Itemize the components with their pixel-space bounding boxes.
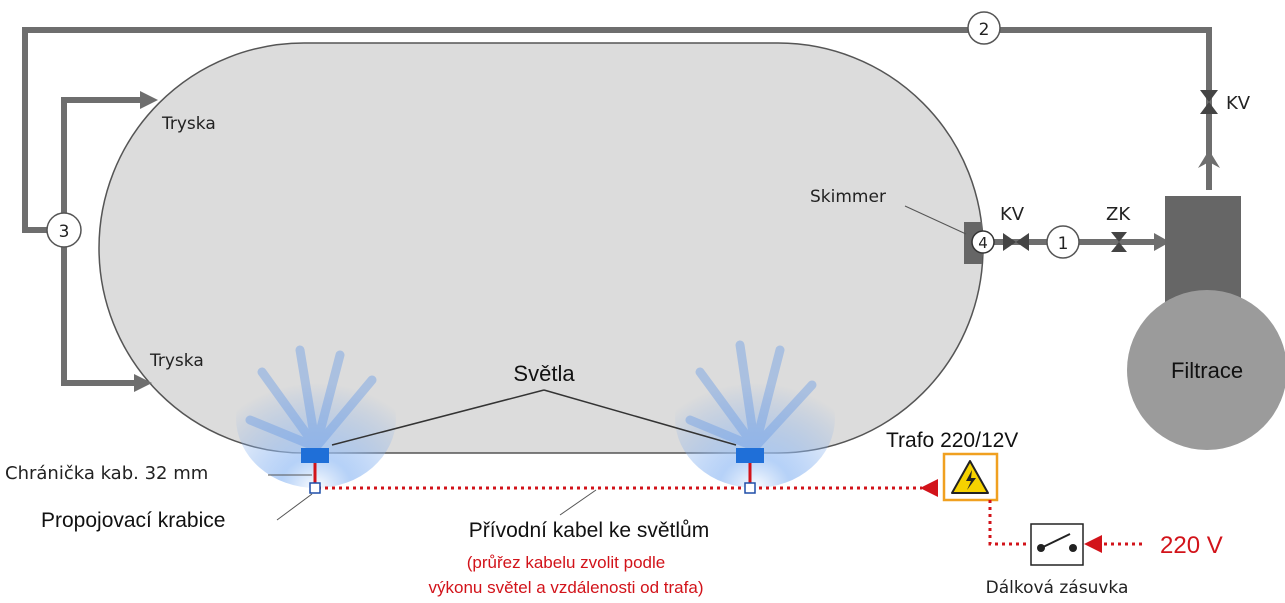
prurez-line1: (průřez kabelu zvolit podle <box>467 553 665 572</box>
trafo-to-socket-cable <box>988 500 1030 546</box>
valve-kv-return-icon <box>1200 90 1218 114</box>
kv-skimmer-label: KV <box>1000 204 1025 225</box>
svetla-leader-left <box>331 389 545 446</box>
svg-text:1: 1 <box>1058 234 1069 254</box>
chranicka-label: Chránička kab. 32 mm <box>5 463 208 484</box>
light-right-rays-icon <box>685 340 817 452</box>
filtrace-label: Filtrace <box>1171 358 1243 383</box>
return-pipe <box>22 27 1212 233</box>
propojovaci-label: Propojovací krabice <box>41 509 225 532</box>
supply-cable-arrow-icon <box>920 479 938 497</box>
valve-kv-skimmer-icon <box>1003 233 1029 251</box>
remote-socket <box>1030 523 1084 566</box>
tryska-bottom-label: Tryska <box>149 351 204 371</box>
voltage-label: 220 V <box>1160 532 1223 559</box>
skimmer-leader <box>904 205 967 235</box>
marker-4: 4 <box>971 230 995 254</box>
filter-tank <box>1127 290 1285 450</box>
junction-box-left <box>309 482 321 494</box>
nozzle-arrow-bottom-icon <box>134 374 152 392</box>
propojovaci-leader <box>276 493 313 521</box>
nozzle-pipe-bottom <box>61 245 140 386</box>
marker-2: 2 <box>967 11 1001 45</box>
junction-box-right <box>744 482 756 494</box>
dalkova-label: Dálková zásuvka <box>986 578 1129 598</box>
filter-head <box>1165 196 1241 308</box>
warning-icon <box>951 460 989 494</box>
valve-zk-icon <box>1111 232 1127 252</box>
suction-arrow-icon <box>1154 233 1170 251</box>
privodni-label: Přívodní kabel ke světlům <box>469 519 709 542</box>
zk-label: ZK <box>1106 204 1131 225</box>
mains-arrow-icon <box>1084 535 1102 553</box>
trafo-label: Trafo 220/12V <box>886 429 1018 452</box>
light-right-glow <box>675 348 835 488</box>
kv-return-label: KV <box>1226 93 1251 114</box>
svg-text:2: 2 <box>979 20 990 40</box>
svg-text:4: 4 <box>978 234 988 252</box>
svetla-leader-right <box>543 389 737 446</box>
return-arrow-icon <box>1198 150 1220 168</box>
light-left-rays-icon <box>245 345 377 452</box>
nozzle-pipe-top <box>61 97 145 215</box>
skimmer-label: Skimmer <box>810 187 886 207</box>
marker-3: 3 <box>46 212 82 248</box>
prurez-line2: výkonu světel a vzdálenosti od trafa) <box>429 578 704 597</box>
light-left-glow <box>236 348 396 488</box>
light-right <box>736 448 764 463</box>
light-left <box>301 448 329 463</box>
svg-text:3: 3 <box>59 222 70 242</box>
switch-icon <box>1037 533 1077 552</box>
tryska-top-label: Tryska <box>161 114 216 134</box>
nozzle-arrow-top-icon <box>140 91 158 109</box>
privodni-leader <box>559 489 597 516</box>
svetla-label: Světla <box>513 361 575 386</box>
marker-1: 1 <box>1046 225 1080 259</box>
